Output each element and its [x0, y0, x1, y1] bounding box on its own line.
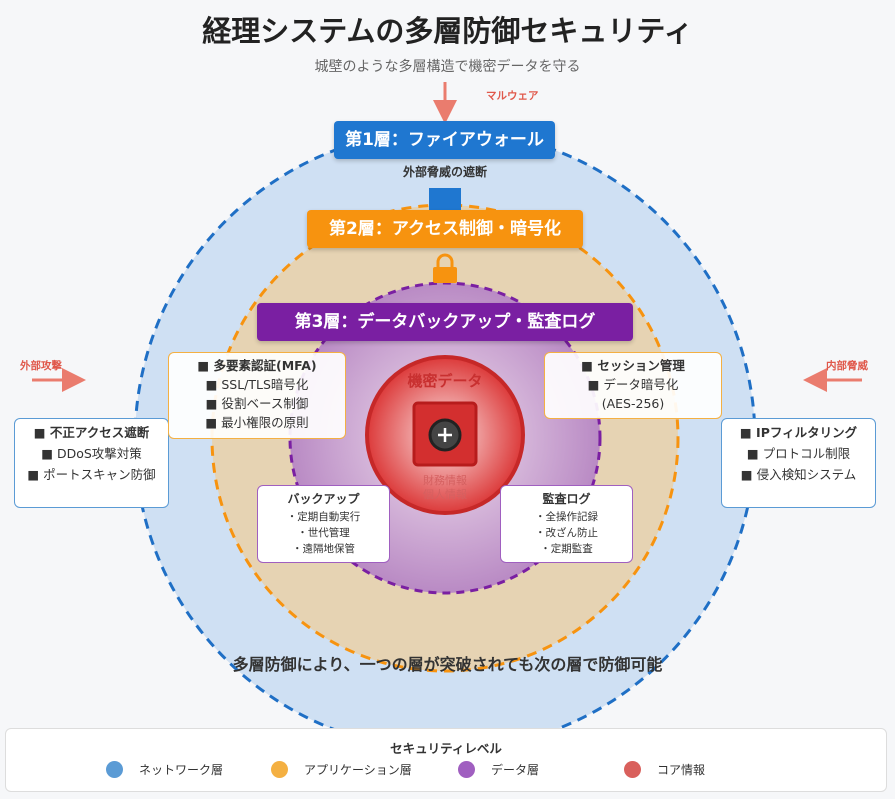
layer2-right-box: ■ セッション管理 ■ データ暗号化 (AES-256) [544, 352, 722, 419]
core-items: 財務情報 個人情報 [395, 474, 495, 502]
box-title: バックアップ [287, 492, 360, 506]
box-item: ■ プロトコル制限 [746, 446, 851, 461]
backup-box: バックアップ ・定期自動実行 ・世代管理 ・遠隔地保管 [257, 485, 390, 563]
layer3-badge: 第3層：データバックアップ・監査ログ [257, 303, 633, 341]
box-item: ・定期監査 [540, 543, 593, 555]
legend-item-core: コア情報 [624, 761, 705, 778]
box-item: ■ ポートスキャン防御 [27, 467, 156, 482]
application-dot-icon [271, 761, 288, 778]
legend-item-data: データ層 [458, 761, 539, 778]
core-label: 機密データ [407, 372, 483, 390]
threat-malware: マルウェア [486, 90, 539, 102]
box-item: ■ SSL/TLS暗号化 [205, 377, 309, 392]
box-item: ・全操作記録 [535, 511, 598, 523]
legend: セキュリティレベル ネットワーク層 アプリケーション層 データ層 コア情報 [5, 728, 887, 792]
legend-item-network: ネットワーク層 [106, 761, 223, 778]
layer1-caption: 外部脅威の遮断 [402, 165, 487, 179]
network-dot-icon [106, 761, 123, 778]
box-item: ■ データ暗号化 [587, 377, 679, 392]
box-title: 監査ログ [542, 492, 591, 506]
lock-icon [433, 253, 457, 283]
legend-label: データ層 [491, 763, 540, 777]
firewall-icon [429, 188, 461, 210]
core-dot-icon [624, 761, 641, 778]
legend-label: ネットワーク層 [139, 763, 224, 777]
box-item: ■ 役割ベース制御 [205, 396, 309, 411]
box-item: ■ DDoS攻撃対策 [41, 446, 142, 461]
audit-log-box: 監査ログ ・全操作記録 ・改ざん防止 ・定期監査 [500, 485, 633, 563]
box-item: ■ 最小権限の原則 [205, 415, 309, 430]
box-title: ■ セッション管理 [581, 358, 685, 373]
box-title: ■ IPフィルタリング [739, 425, 858, 440]
core-item: 個人情報 [423, 488, 467, 501]
threat-external: 外部攻撃 [20, 360, 62, 372]
layer1-left-box: ■ 不正アクセス遮断 ■ DDoS攻撃対策 ■ ポートスキャン防御 [14, 418, 169, 508]
box-item: ・定期自動実行 [286, 511, 361, 523]
legend-label: コア情報 [657, 763, 706, 777]
box-item: (AES-256) [601, 396, 665, 411]
box-item: ・遠隔地保管 [292, 543, 355, 555]
footer-note: 多層防御により、一つの層が突破されても次の層で防御可能 [232, 655, 663, 674]
layer2-badge: 第2層：アクセス制御・暗号化 [307, 210, 583, 248]
layer1-badge: 第1層：ファイアウォール [334, 121, 555, 159]
legend-title: セキュリティレベル [390, 741, 502, 756]
box-title: ■ 多要素認証(MFA) [197, 358, 317, 373]
legend-label: アプリケーション層 [304, 763, 412, 777]
box-item: ・世代管理 [297, 527, 350, 539]
layer2-left-box: ■ 多要素認証(MFA) ■ SSL/TLS暗号化 ■ 役割ベース制御 ■ 最小… [168, 352, 346, 439]
legend-item-application: アプリケーション層 [271, 761, 412, 778]
page-subtitle: 城壁のような多層構造で機密データを守る [314, 59, 581, 75]
threat-internal: 内部脅威 [826, 360, 868, 372]
data-dot-icon [458, 761, 475, 778]
layer1-right-box: ■ IPフィルタリング ■ プロトコル制限 ■ 侵入検知システム [721, 418, 876, 508]
box-item: ■ 侵入検知システム [740, 467, 857, 482]
page-title: 経理システムの多層防御セキュリティ [202, 14, 693, 48]
box-title: ■ 不正アクセス遮断 [33, 425, 150, 440]
box-item: ・改ざん防止 [535, 527, 598, 539]
core-item: 財務情報 [423, 474, 467, 487]
